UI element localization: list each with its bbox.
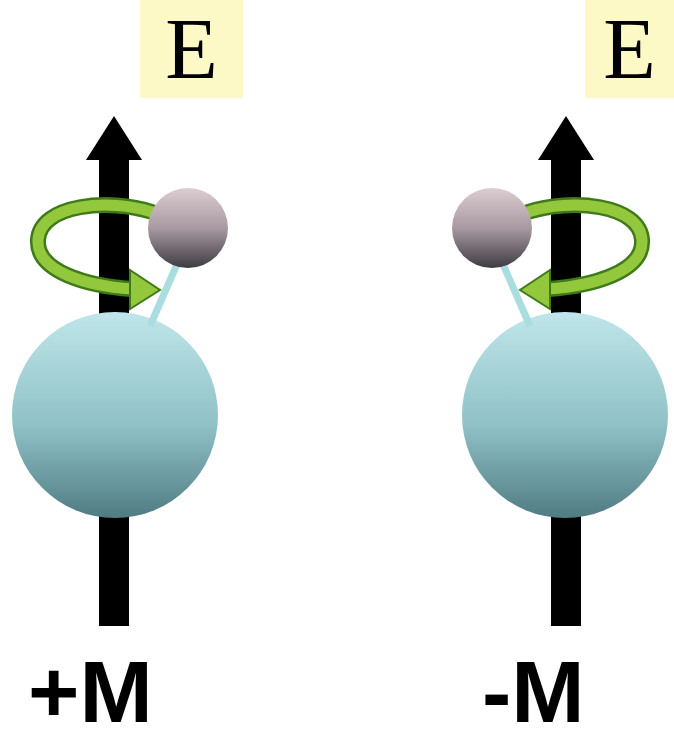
large-sphere xyxy=(462,312,668,518)
field-label-box: E xyxy=(140,0,243,98)
field-arrow-head xyxy=(538,116,594,160)
rotation-arrow-head xyxy=(520,270,550,309)
rotation-arrow-head xyxy=(130,270,160,309)
plus-m-figure xyxy=(12,116,228,626)
small-sphere xyxy=(452,188,532,268)
minus-m-figure xyxy=(452,116,668,626)
field-label: E xyxy=(603,6,656,92)
bond-stick xyxy=(502,262,530,326)
magnetization-label: -M xyxy=(482,648,585,736)
field-label: E xyxy=(165,6,218,92)
field-arrow-head xyxy=(86,116,142,160)
bond-stick xyxy=(150,262,178,326)
field-label-box: E xyxy=(585,0,674,98)
magnetization-label: +M xyxy=(28,648,153,736)
large-sphere xyxy=(12,312,218,518)
small-sphere xyxy=(148,188,228,268)
